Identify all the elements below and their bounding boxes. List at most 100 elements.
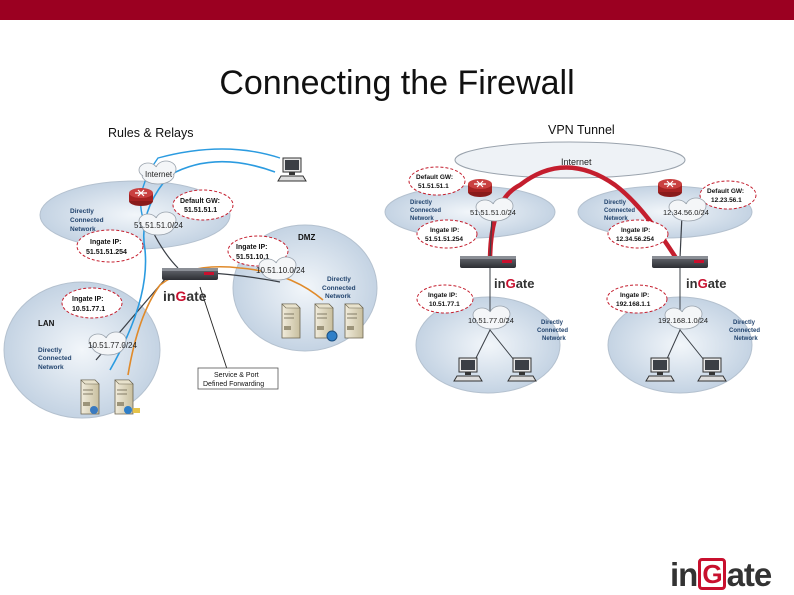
wan-dc-line-3: Network <box>70 226 96 233</box>
router-icon <box>128 187 154 207</box>
lan-ip-line-label: Ingate IP: <box>72 296 104 303</box>
vpn-right-link <box>679 214 683 259</box>
dmz-ip-line-ip: 51.51.10.1 <box>236 254 269 261</box>
vpn-left-gw-callout <box>408 166 466 196</box>
vpn-left-lanip-callout <box>416 284 474 314</box>
vpn-right-wan-dc: Directly Connected Network <box>604 200 637 222</box>
vpn-right-wan-dc-2: Connected <box>604 208 635 214</box>
vpn-left-firewall <box>460 256 516 268</box>
vpn-right-gw-callout <box>699 180 757 210</box>
ingate-device-logo: inGate <box>163 288 207 304</box>
lan-ip-line-ip: 10.51.77.1 <box>72 306 105 313</box>
vpn-right-wan-subnet: 12.34.56.0/24 <box>663 208 709 217</box>
dmz-ip-callout <box>227 235 289 267</box>
dmz-ip-line-label: Ingate IP: <box>236 244 268 251</box>
default-gw-text: Default GW: 51.51.51.1 <box>180 198 222 214</box>
lan-dc-label: Directly Connected Network <box>38 347 73 371</box>
vpn-left-ingate-logo: inGate <box>494 276 534 291</box>
firewall-appliance <box>162 268 218 280</box>
lan-ip-callout <box>61 287 123 319</box>
vpn-right-lan-dc-3: Network <box>734 336 758 342</box>
vpn-right-lan-dc: Directly Connected Network <box>729 320 762 342</box>
vpn-left-wan-dc-1: Directly <box>410 200 433 206</box>
vpn-left-lan-dc-2: Connected <box>537 328 568 334</box>
vpn-left-gw-line-ip: 51.51.51.1 <box>418 183 449 190</box>
folder-icon <box>133 408 140 413</box>
vpn-right-ingate-logo: inGate <box>686 276 726 291</box>
vpn-right-lan-subnet: 192.168.1.0/24 <box>658 316 708 325</box>
vpn-right-wanip-text: Ingate IP: 12.34.56.254 <box>616 227 654 243</box>
user-icon <box>90 406 98 414</box>
wan-dc-line-1: Directly <box>70 208 94 215</box>
wan-dc-label: Directly Connected Network <box>70 208 105 233</box>
dmz-server-icon <box>344 303 364 339</box>
vpn-left-wan-dc-3: Network <box>410 216 434 222</box>
vpn-right-wanip-callout <box>607 219 669 249</box>
dmz-dc-label: Directly Connected Network <box>322 276 357 300</box>
vpn-right-firewall <box>652 256 708 268</box>
vpn-left-router-icon <box>467 178 493 198</box>
dmz-ip-text: Ingate IP: 51.51.10.1 <box>236 244 269 261</box>
rules-heading: Rules & Relays <box>108 126 193 140</box>
default-gw-line-ip: 51.51.51.1 <box>184 207 217 214</box>
wan-dc-line-2: Connected <box>70 217 104 224</box>
vpn-left-wan-dc: Directly Connected Network <box>410 200 443 222</box>
logo-prefix: in <box>670 556 698 593</box>
relay-path-blue-2 <box>140 148 281 233</box>
wan-ip-callout <box>76 229 144 263</box>
vpn-right-lan-dc-1: Directly <box>733 320 756 326</box>
default-gw-line-label: Default GW: <box>180 198 220 205</box>
wan-subnet-label: 51.51.51.0/24 <box>134 221 183 230</box>
vpn-heading: VPN Tunnel <box>548 123 615 137</box>
vpn-right-lan-dc-2: Connected <box>729 328 760 334</box>
wan-ip-line-ip: 51.51.51.254 <box>86 249 127 256</box>
lan-ip-text: Ingate IP: 10.51.77.1 <box>72 296 105 313</box>
vpn-left-wanip-label: Ingate IP: <box>430 227 459 234</box>
wan-ip-line-label: Ingate IP: <box>90 239 122 246</box>
dmz-server-icon <box>281 303 301 339</box>
vpn-left-wanip-callout <box>416 219 478 249</box>
vpn-left-lanip-text: Ingate IP: 10.51.77.1 <box>428 292 460 308</box>
vpn-left-lan-dc-3: Network <box>542 336 566 342</box>
vpn-left-lan-dc-1: Directly <box>541 320 564 326</box>
lan-dc-line-1: Directly <box>38 347 62 354</box>
service-port-text: Service & Port Defined Forwarding <box>203 372 264 388</box>
vpn-right-router-icon <box>657 178 683 198</box>
lan-subnet-label: 10.51.77.0/24 <box>88 341 137 350</box>
vpn-left-lan-dc: Directly Connected Network <box>537 320 570 342</box>
vpn-right-gw-line-ip: 12.23.56.1 <box>711 197 742 204</box>
vpn-left-wan-dc-2: Connected <box>410 208 441 214</box>
lan-dc-line-2: Connected <box>38 355 72 362</box>
service-port-line-1: Service & Port <box>214 372 259 379</box>
vpn-internet-ellipse <box>454 141 686 179</box>
logo-g: G <box>698 558 726 590</box>
dmz-dc-line-1: Directly <box>327 276 351 283</box>
dmz-dc-line-2: Connected <box>322 285 356 292</box>
vpn-left-lanip-label: Ingate IP: <box>428 292 457 299</box>
dmz-label: DMZ <box>298 233 315 242</box>
vpn-right-wanip-ip: 12.34.56.254 <box>616 236 654 243</box>
logo-suffix: ate <box>726 556 773 593</box>
vpn-left-wanip-text: Ingate IP: 51.51.51.254 <box>425 227 463 243</box>
vpn-left-link <box>489 214 493 259</box>
vpn-right-gw-text: Default GW: 12.23.56.1 <box>707 188 746 204</box>
vpn-right-lanip-ip: 192.168.1.1 <box>616 301 651 308</box>
service-pointer <box>199 286 229 373</box>
globe-icon <box>326 330 338 342</box>
vpn-left-wanip-ip: 51.51.51.254 <box>425 236 463 243</box>
vpn-right-wan-dc-3: Network <box>604 216 628 222</box>
slide-title: Connecting the Firewall <box>219 64 575 102</box>
dmz-dc-line-3: Network <box>325 293 351 300</box>
dmz-subnet-label: 10.51.10.0/24 <box>256 266 305 275</box>
vpn-right-wanip-label: Ingate IP: <box>621 227 650 234</box>
vpn-left-lanip-ip: 10.51.77.1 <box>429 301 460 308</box>
vpn-left-wan-subnet: 51.51.51.0/24 <box>470 208 516 217</box>
top-accent-bar <box>0 0 794 20</box>
vpn-left-gw-line-label: Default GW: <box>416 174 453 181</box>
vpn-right-lanip-label: Ingate IP: <box>620 292 649 299</box>
vpn-left-gw-text: Default GW: 51.51.51.1 <box>416 174 455 190</box>
service-port-line-2: Defined Forwarding <box>203 381 264 388</box>
globe-icon <box>124 406 132 414</box>
